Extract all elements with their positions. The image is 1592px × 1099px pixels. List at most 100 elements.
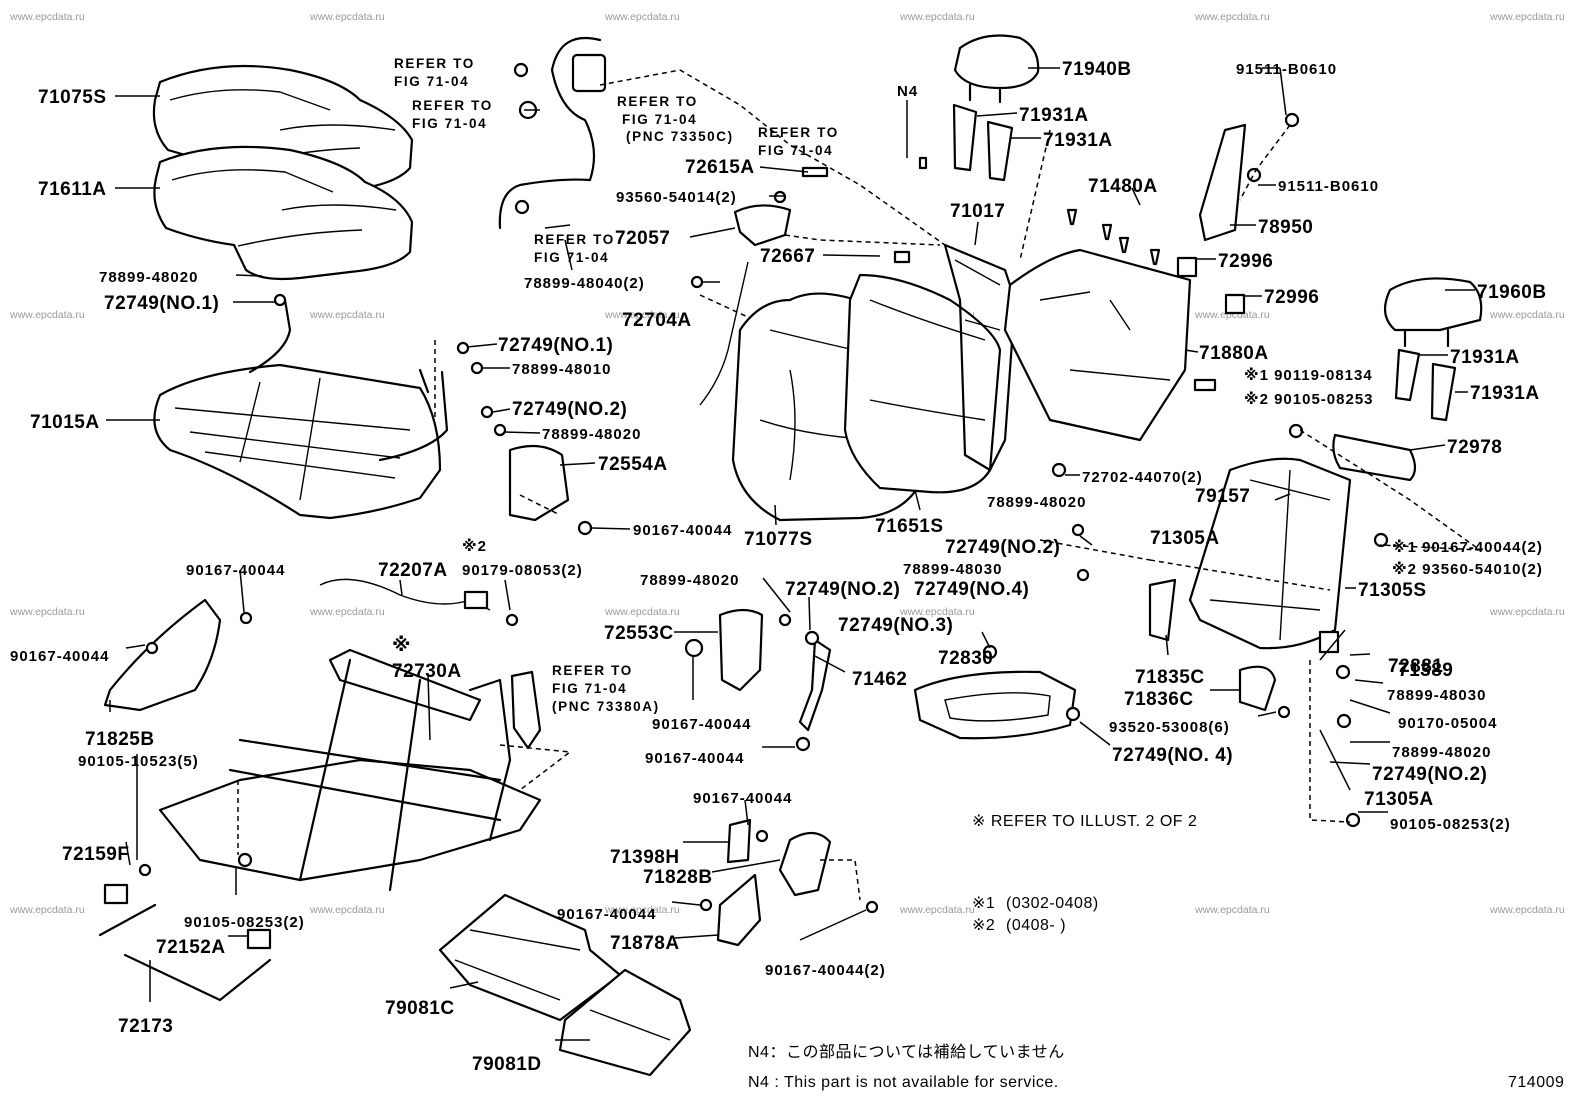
ref-text: FIG 71-04 xyxy=(758,143,833,158)
part-label-72730A: 72730A xyxy=(392,661,462,682)
part-label-72615A: 72615A xyxy=(685,157,755,178)
part-label-78899-48020: 78899-48020 xyxy=(542,426,641,443)
part-label-71960B: 71960B xyxy=(1477,282,1547,303)
part-label-71305A: 71305A xyxy=(1150,528,1220,549)
ref-text: FIG 71-04 xyxy=(534,250,609,265)
ref-text: (PNC 73380A) xyxy=(552,699,660,714)
ref-text: REFER TO xyxy=(534,232,615,247)
watermarks: www.epcdata.ru www.epcdata.ru www.epcdat… xyxy=(9,11,1565,916)
headrest-support-drawing xyxy=(952,103,978,172)
part-label-90170-05004: 90170-05004 xyxy=(1398,715,1497,732)
watermark: www.epcdata.ru xyxy=(899,606,975,618)
part-label-78899-48040: 78899-48040(2) xyxy=(524,275,645,292)
seat-frame-drawing xyxy=(153,363,442,520)
rod-72173-drawing xyxy=(98,903,272,1002)
ref-text: FIG 71-04 xyxy=(394,74,469,89)
watermark: www.epcdata.ru xyxy=(1489,11,1565,23)
notes: ※ REFER TO ILLUST. 2 OF 2 ※1 (0302-0408)… xyxy=(748,813,1564,1091)
headrest-support-drawing xyxy=(1394,348,1421,402)
part-label-79081C: 79081C xyxy=(385,998,455,1019)
watermark: www.epcdata.ru xyxy=(1489,606,1565,618)
part-label-72152A: 72152A xyxy=(156,937,226,958)
part-label-72749-no2: 72749(NO.2) xyxy=(1372,764,1487,785)
part-label-71878A: 71878A xyxy=(610,933,680,954)
watermark: www.epcdata.ru xyxy=(1489,309,1565,321)
headrest-71940B-drawing xyxy=(953,34,1040,90)
part-label-71651S: 71651S xyxy=(875,516,944,537)
ref-text: REFER TO xyxy=(758,125,839,140)
part-label-71825B: 71825B xyxy=(85,729,155,750)
part-label-90167-40044: ※1 90167-40044(2) xyxy=(1392,538,1543,556)
part-label-78899-48020: 78899-48020 xyxy=(1392,744,1491,761)
part-label-72996: 72996 xyxy=(1264,287,1319,308)
part-label-71931A: 71931A xyxy=(1450,347,1520,368)
ref-text: FIG 71-04 xyxy=(412,116,487,131)
part-label-71015A: 71015A xyxy=(30,412,100,433)
part-label-72057: 72057 xyxy=(615,228,670,249)
part-label-71880A: 71880A xyxy=(1199,343,1269,364)
part-label-90167-40044: 90167-40044(2) xyxy=(765,962,886,979)
part-label-90105-08253: 90105-08253(2) xyxy=(184,914,305,931)
part-label-71835C: 71835C xyxy=(1135,667,1205,688)
part-label-71931A: 71931A xyxy=(1470,383,1540,404)
part-label-78899-48030: 78899-48030 xyxy=(1387,687,1486,704)
armrest-assembly-drawing xyxy=(1188,457,1352,650)
part-label-91511-B0610: 91511-B0610 xyxy=(1236,61,1337,78)
watermark: www.epcdata.ru xyxy=(309,309,385,321)
recliner-cover-72553C-drawing xyxy=(718,608,764,692)
part-label-90167-40044: 90167-40044 xyxy=(186,562,285,579)
part-label-71075S: 71075S xyxy=(38,87,107,108)
cover-71878A-drawing xyxy=(716,873,762,947)
watermark: www.epcdata.ru xyxy=(604,606,680,618)
part-drawings xyxy=(98,34,1483,1077)
part-label-78899-48030: 78899-48030 xyxy=(903,561,1002,578)
watermark: www.epcdata.ru xyxy=(899,904,975,916)
part-label-N4: N4 xyxy=(897,83,918,100)
part-label-72749-no1: 72749(NO.1) xyxy=(498,335,613,356)
part-label-mark: ※ xyxy=(392,635,411,656)
cable-72704A-drawing xyxy=(699,261,749,406)
floor-cover-79081C-drawing xyxy=(438,893,622,1022)
part-label-72554A: 72554A xyxy=(598,454,668,475)
hinge-71835C-drawing xyxy=(1148,578,1177,642)
belt-anchor-drawing xyxy=(510,670,542,750)
part-label-72978: 72978 xyxy=(1447,437,1502,458)
watermark: www.epcdata.ru xyxy=(9,11,85,23)
note-n4-english: N4 : This part is not available for serv… xyxy=(748,1074,1059,1091)
note-date-range-2: (0408- ) xyxy=(1006,917,1066,934)
figure-references: REFER TO FIG 71-04 REFER TO FIG 71-04 RE… xyxy=(394,56,839,714)
seat-cushion-cover-drawing xyxy=(152,64,414,199)
part-label-79157: 79157 xyxy=(1195,486,1250,507)
headrest-support-drawing xyxy=(986,120,1014,182)
part-label-90179-08053: 90179-08053(2) xyxy=(462,562,583,579)
part-label-72749-no2: 72749(NO.2) xyxy=(785,579,900,600)
part-label-71480A: 71480A xyxy=(1088,176,1158,197)
watermark: www.epcdata.ru xyxy=(1194,904,1270,916)
handle-72057-drawing xyxy=(733,204,792,247)
part-label-93520-53008: 93520-53008(6) xyxy=(1109,719,1230,736)
watermark: www.epcdata.ru xyxy=(1489,904,1565,916)
lever-71462-drawing xyxy=(798,638,832,732)
part-label-72749-no4: 72749(NO. 4) xyxy=(1112,745,1233,766)
watermark: www.epcdata.ru xyxy=(1194,309,1270,321)
part-label-72749-no2: 72749(NO.2) xyxy=(945,537,1060,558)
seat-belt-drawing xyxy=(498,36,602,230)
part-label-72830: 72830 xyxy=(938,648,993,669)
part-label-71611A: 71611A xyxy=(38,179,107,200)
part-label-72996: 72996 xyxy=(1218,251,1273,272)
ref-text: (PNC 73350C) xyxy=(626,129,734,144)
part-label-93560-54014: 93560-54014(2) xyxy=(616,189,737,206)
part-label-71398H: 71398H xyxy=(610,847,680,868)
note-date-range-1: (0302-0408) xyxy=(1006,895,1099,912)
part-label-71931A: 71931A xyxy=(1043,130,1113,151)
cover-71398H-drawing xyxy=(726,818,752,864)
part-label-90167-40044: 90167-40044 xyxy=(693,790,792,807)
part-label-78899-48010: 78899-48010 xyxy=(512,361,611,378)
part-label-71305A: 71305A xyxy=(1364,789,1434,810)
part-label-79081D: 79081D xyxy=(472,1054,542,1075)
watermark: www.epcdata.ru xyxy=(309,11,385,23)
cover-71828B-drawing xyxy=(778,831,832,897)
armrest-lid-drawing xyxy=(1332,433,1417,482)
headrest-71960B-drawing xyxy=(1383,277,1483,332)
part-label-90167-40044: 90167-40044 xyxy=(557,906,656,923)
